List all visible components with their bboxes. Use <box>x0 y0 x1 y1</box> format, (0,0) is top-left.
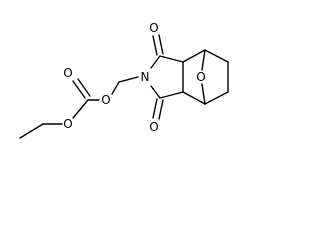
bond-imide-bottom-double-a <box>152 98 158 119</box>
bond-n-c-top <box>150 55 161 69</box>
bond-ethyl-ch3-ch2 <box>19 123 44 139</box>
atom-o-ester-left: O <box>63 117 72 131</box>
bond-n-c-bottom <box>150 85 161 99</box>
bond-c7a-c7 <box>182 91 206 105</box>
bond-ch2-n <box>118 76 139 83</box>
bond-imide-top-double-b <box>158 34 164 55</box>
bond-c4-c5 <box>204 49 229 63</box>
bond-c3a-c4 <box>182 49 206 63</box>
atom-labels: O O O N O O O <box>63 21 205 134</box>
atom-o-bridge: O <box>196 70 205 84</box>
bond-o-bridge-c7 <box>201 83 206 105</box>
bonds <box>19 34 229 139</box>
bond-imide-bottom-double-b <box>158 99 164 120</box>
bond-imide-top-double-a <box>152 35 158 56</box>
bond-c4-o-bridge <box>201 49 206 71</box>
bond-o-carbonate-c <box>72 99 89 119</box>
bond-carbonate-double-a <box>72 80 86 99</box>
bond-c6-c7 <box>204 91 229 105</box>
atom-n-imide: N <box>141 70 150 84</box>
bond-carbonate-double-b <box>77 78 91 97</box>
structure-diagram: O O O N O O O <box>19 21 229 139</box>
molecule-canvas: O O O N O O O <box>19 21 229 139</box>
bond-c-top-c3a <box>159 55 184 63</box>
atom-o-carbonyl-carbonate: O <box>63 66 72 80</box>
atom-o-linker: O <box>101 93 110 107</box>
atom-o-imide-top: O <box>149 21 158 35</box>
atom-o-imide-bottom: O <box>149 120 158 134</box>
bond-c-bottom-c7a <box>159 91 184 99</box>
bond-o-ch2 <box>111 81 120 95</box>
